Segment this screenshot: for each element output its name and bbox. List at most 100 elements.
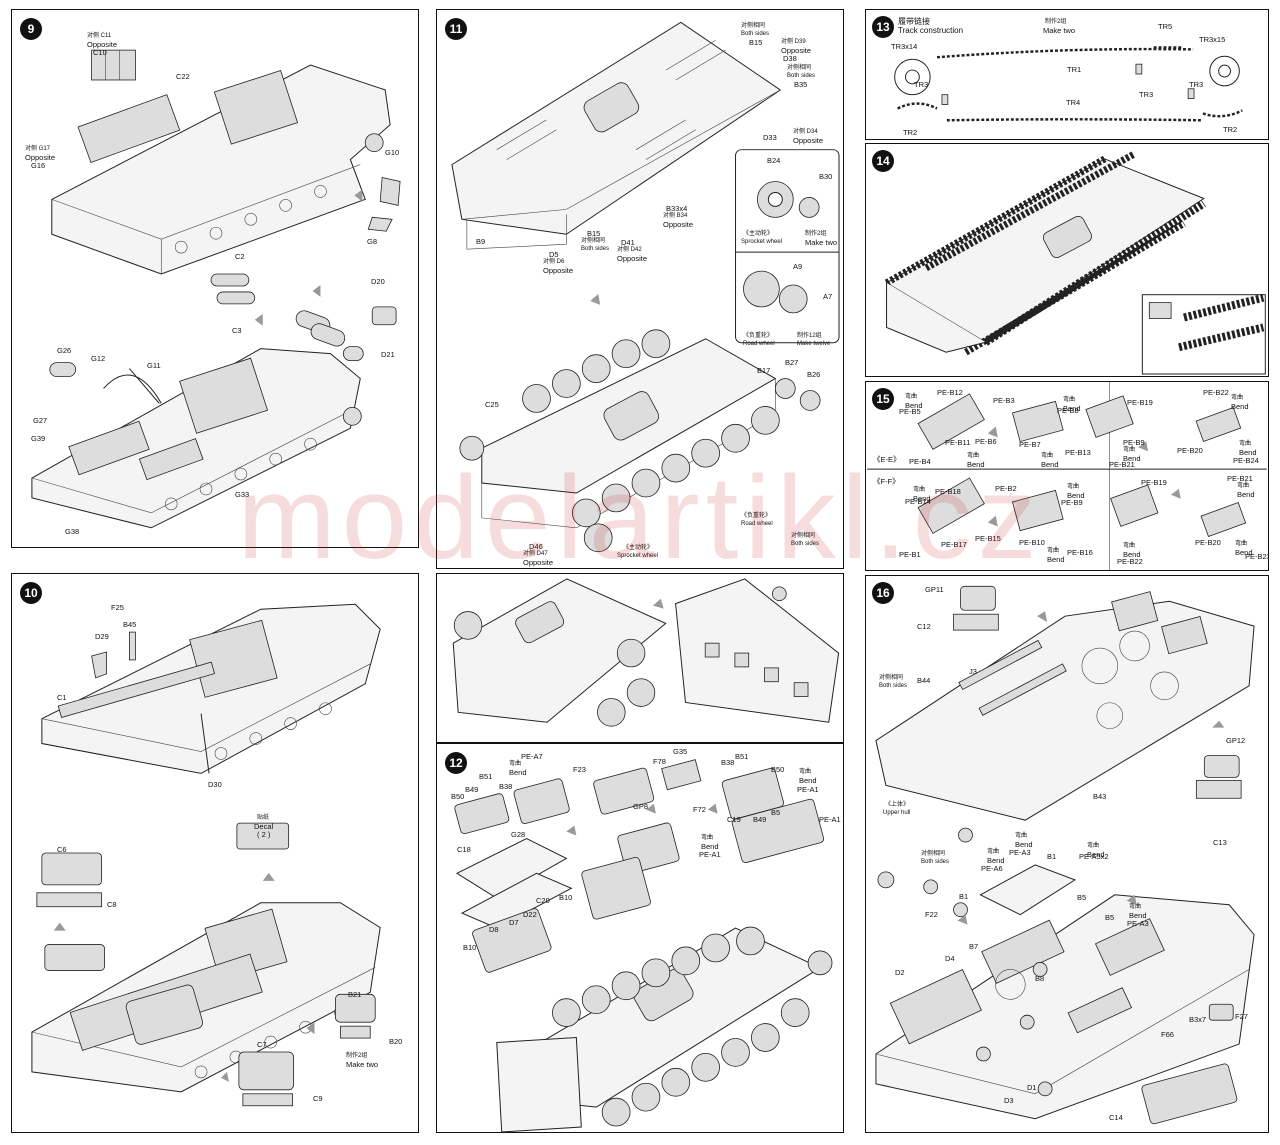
part-label: 《负重轮》 — [741, 513, 772, 519]
part-label: PE-A1 — [699, 850, 721, 859]
part-label: 《主动轮》 — [743, 231, 774, 237]
part-label: F66 — [1161, 1030, 1174, 1039]
part-label: PE-B17 — [941, 540, 967, 549]
part-label: Sprocket wheel — [617, 553, 659, 559]
part-label: TR3x14 — [891, 42, 918, 51]
part-label: F27 — [1235, 1012, 1248, 1021]
part-label: Bend — [1237, 490, 1255, 499]
part-label: PE-B1 — [899, 550, 921, 559]
part-label: TR2 — [903, 128, 918, 137]
part-label: Make twelve — [797, 341, 831, 347]
part-label: TR5 — [1158, 22, 1173, 31]
part-label: D4 — [945, 954, 955, 963]
step-14-panel: 14 — [865, 143, 1269, 377]
part-label: B50 — [771, 765, 785, 774]
part-label: B1 — [959, 892, 969, 901]
part-label: 弯曲 — [1041, 453, 1054, 459]
part-label: 对侧相同 — [581, 238, 606, 244]
part-label: B33x4 — [666, 204, 688, 213]
part-label: G33 — [235, 490, 250, 499]
part-label: C22 — [176, 72, 190, 81]
part-label: 制作2组 — [1045, 19, 1067, 25]
part-label: PE-B20 — [1177, 446, 1203, 455]
part-label: Road wheel — [741, 521, 773, 527]
part-label: Bend — [799, 776, 817, 785]
part-label: C18 — [457, 845, 471, 854]
part-label: D20 — [371, 277, 385, 286]
part-label: C6 — [57, 845, 67, 854]
part-label: C10 — [93, 48, 107, 57]
part-label: F78 — [653, 757, 666, 766]
step-10-illustration — [31, 603, 381, 1107]
part-label: 弯曲 — [1123, 447, 1136, 453]
part-label: B43 — [1093, 792, 1107, 801]
part-label: C7 — [257, 1040, 267, 1049]
part-label: G35 — [673, 747, 688, 756]
part-label: B5 — [1077, 893, 1087, 902]
part-label: GP12 — [1226, 736, 1246, 745]
part-label: Bend — [1015, 840, 1033, 849]
part-label: B24 — [767, 156, 781, 165]
part-label: PE-B21 — [1227, 474, 1253, 483]
part-label: TR4 — [1066, 98, 1081, 107]
part-label: 对侧相同 — [879, 675, 904, 681]
part-label: 对侧 D39 — [781, 39, 806, 45]
part-label: D3 — [1004, 1096, 1014, 1105]
part-label: PE-B19 — [1141, 478, 1167, 487]
part-label: 《上体》 — [885, 802, 910, 808]
part-label: G39 — [31, 434, 46, 443]
part-label: 制作12组 — [797, 333, 822, 339]
part-label: PE-A1 — [819, 815, 841, 824]
part-label: B49 — [753, 815, 767, 824]
part-label: Opposite — [523, 558, 554, 567]
part-label: Opposite — [793, 136, 824, 145]
part-label: D29 — [95, 632, 109, 641]
part-label: Make two — [805, 238, 838, 247]
part-label: B15 — [749, 38, 763, 47]
part-label: PE-B24 — [1233, 456, 1259, 465]
part-label: F72 — [693, 805, 706, 814]
part-label: C12 — [917, 622, 931, 631]
part-label: 对侧相同 — [741, 23, 766, 29]
part-label: PE-A3 — [1127, 919, 1149, 928]
part-label: B10 — [559, 893, 573, 902]
part-label: PE-B6 — [975, 437, 997, 446]
part-label: 弯曲 — [987, 849, 1000, 855]
step-12-number: 12 — [445, 752, 467, 774]
part-label: D46 — [529, 542, 543, 551]
step-12-panel: 12 B2x10PE-A7弯曲BendB51B38F23B49B50G28C18… — [436, 743, 844, 1133]
part-label: D1 — [1027, 1083, 1037, 1092]
part-label: 制作2组 — [805, 231, 827, 237]
part-label: 《E-E》 — [873, 455, 901, 464]
part-label: 弯曲 — [967, 453, 980, 459]
part-label: C1 — [57, 693, 67, 702]
part-label: PE-B11 — [945, 438, 971, 447]
part-label: C25 — [485, 400, 499, 409]
part-label: B1 — [1047, 852, 1057, 861]
part-label: PE-B21 — [1109, 460, 1135, 469]
step-13-title-cn: 履带链接 — [898, 17, 930, 26]
part-label: 弯曲 — [1067, 484, 1080, 490]
step-15-illustration — [867, 382, 1267, 570]
part-label: 弯曲 — [1015, 833, 1028, 839]
part-label: PE-B3 — [993, 396, 1015, 405]
part-label: B38 — [499, 782, 513, 791]
step-16-illustration — [875, 585, 1255, 1125]
part-label: TR3 — [914, 80, 929, 89]
part-label: PE-A7 — [521, 752, 543, 761]
part-label: PE-B22 — [1203, 388, 1229, 397]
part-label: Bend — [509, 768, 527, 777]
part-label: Bend — [1123, 550, 1141, 559]
part-label: 对侧相同 — [791, 533, 816, 539]
part-label: 对侧 C11 — [87, 33, 112, 39]
part-label: D33 — [763, 133, 777, 142]
part-label: Bend — [1239, 448, 1257, 457]
part-label: 对侧 D6 — [543, 259, 565, 265]
part-label: Bend — [913, 494, 931, 503]
part-label: PE-B7 — [1019, 440, 1041, 449]
part-label: Bend — [1041, 460, 1059, 469]
part-label: PE-A1 — [797, 785, 819, 794]
part-label: D22 — [523, 910, 537, 919]
part-label: 弯曲 — [1063, 397, 1076, 403]
